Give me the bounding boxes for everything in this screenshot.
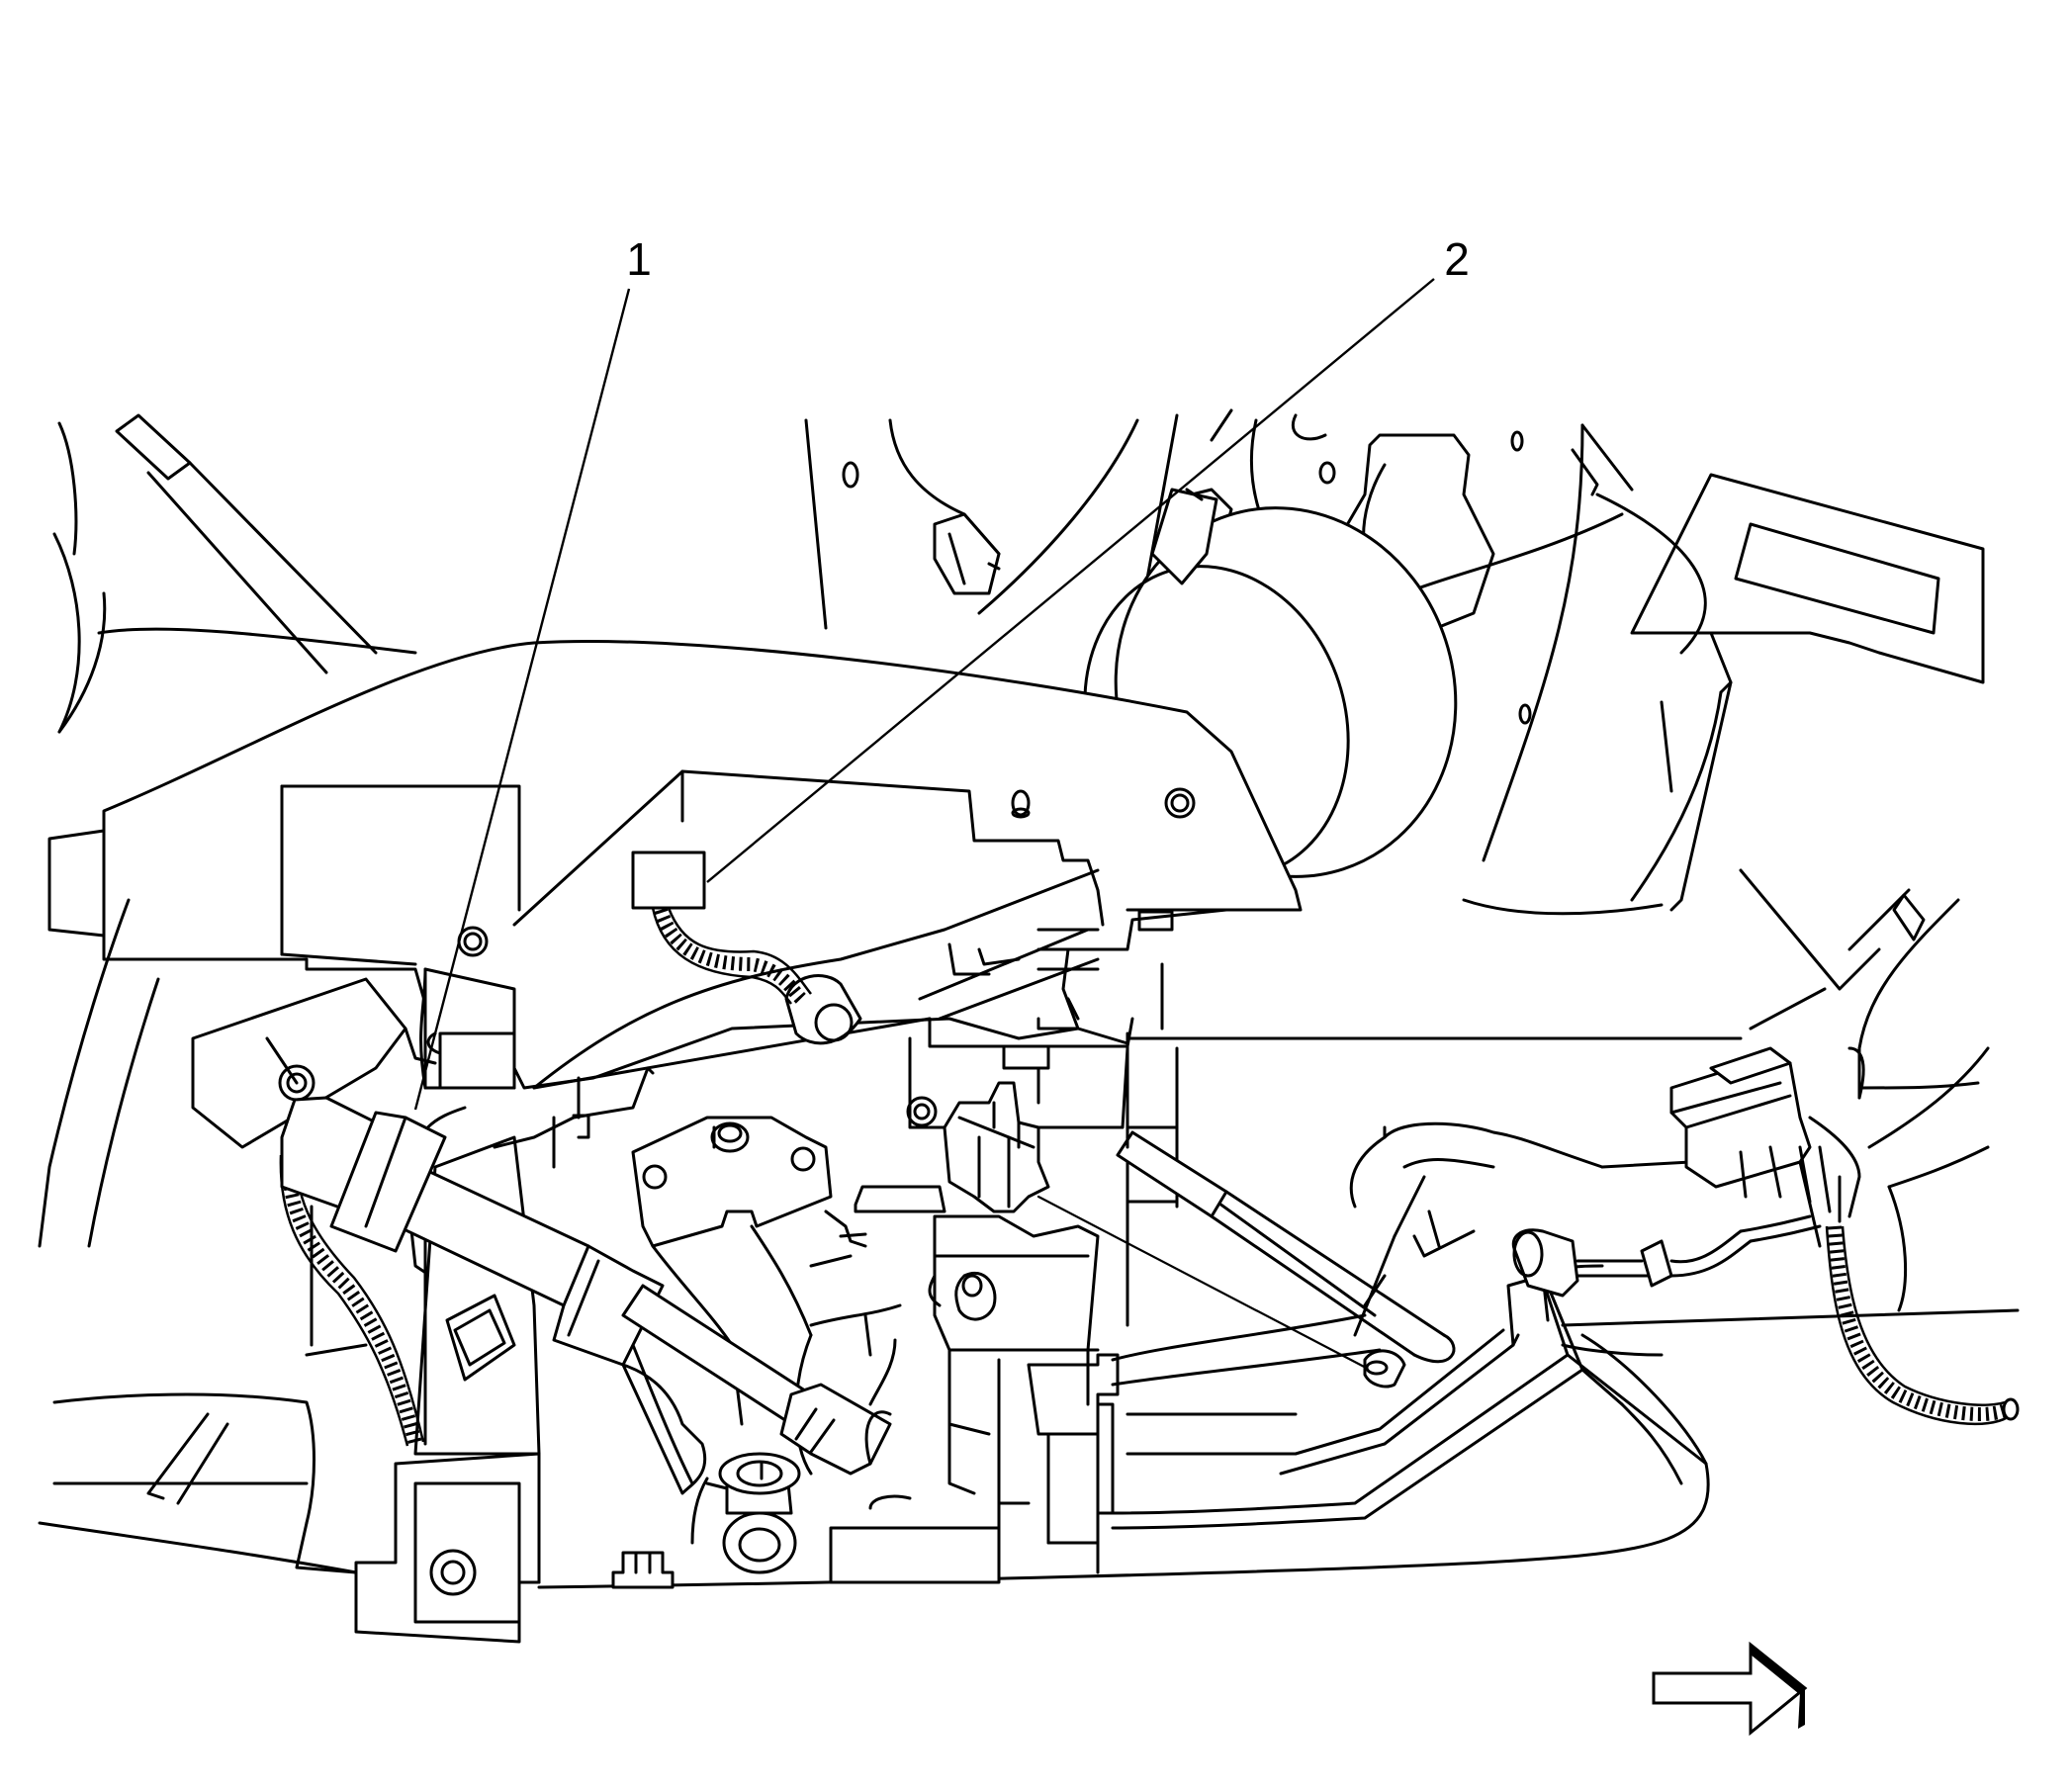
- right-arrow-icon: [1652, 1641, 1808, 1737]
- callout-1-leader: [413, 288, 631, 1111]
- actuator-assembly: [279, 1096, 892, 1476]
- lower-housing: [38, 868, 2020, 1644]
- callout-leaders: [413, 278, 1435, 1111]
- callout-1-label: 1: [626, 233, 652, 285]
- linkage: [532, 851, 1179, 1189]
- callout-labels: 1 2: [626, 233, 1470, 285]
- callout-2-leader: [706, 278, 1435, 883]
- callout-2-label: 2: [1444, 233, 1470, 285]
